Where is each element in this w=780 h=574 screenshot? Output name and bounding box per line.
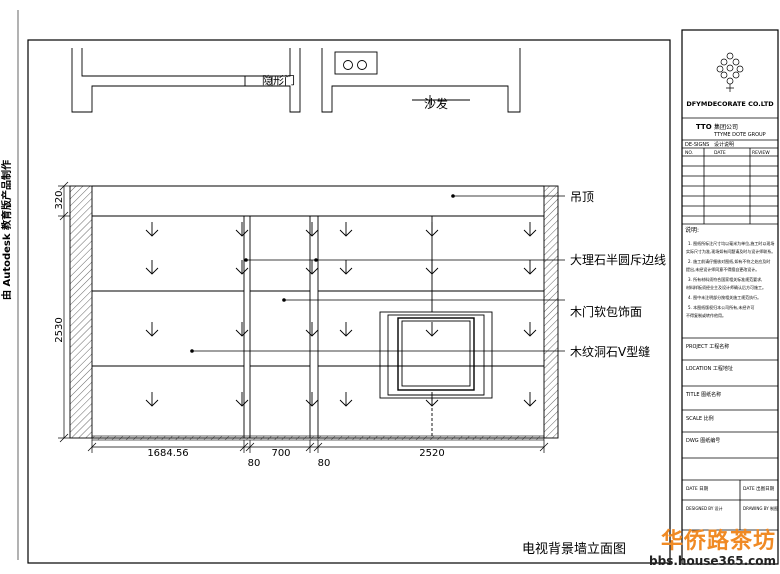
- callout-ceiling: 吊顶: [570, 190, 594, 204]
- col-header-no: NO.: [685, 150, 693, 156]
- lamp-arrow-icon: [523, 322, 537, 337]
- field-date: DATE 日期: [686, 486, 709, 492]
- notes-list: 1. 图纸所标注尺寸均以毫米为单位,施工时以现场 实际尺寸为准,现场如有问题请及…: [686, 240, 775, 318]
- note-line: 提出,未经设计师同意不得擅自更改设计。: [686, 266, 759, 272]
- notes-title: 说明:: [685, 226, 699, 234]
- lamp-arrow-icon: [339, 260, 353, 275]
- field-dwg: DWG 图纸编号: [686, 437, 720, 444]
- note-line: 5. 本图纸版权归本公司所有,未经许可: [688, 304, 754, 310]
- dim-h-2: 80: [248, 458, 261, 469]
- group-code: TTO: [696, 123, 712, 131]
- lamp-arrow-icon: [339, 322, 353, 337]
- field-location: LOCATION 工程地址: [686, 365, 733, 372]
- lamp-arrow-icon: [523, 260, 537, 275]
- note-line: 3. 所有材料须符合国家相关标准规范要求,: [688, 276, 762, 282]
- field-drawn-by: DESIGNED BY 设计: [686, 505, 723, 511]
- elevation-view: [69, 185, 565, 441]
- side-caption-text: 由 Autodesk 教育版产品制作: [2, 159, 13, 300]
- drawing-title: 电视背景墙立面图: [522, 542, 626, 557]
- lamp-arrow-icon: [145, 322, 159, 337]
- lamp-arrow-icon: [339, 222, 353, 237]
- lamp-arrow-icon: [235, 322, 249, 337]
- plan-view: [71, 48, 521, 113]
- right-wall-hatch: [543, 185, 559, 439]
- design-label: DE-SIGNS: [685, 142, 709, 148]
- lamp-arrow-icon: [425, 260, 439, 275]
- lamp-arrow-icon: [235, 392, 249, 407]
- group-cn: 集团公司: [714, 123, 738, 131]
- lamp-arrow-icon: [305, 392, 319, 407]
- dim-h-5: 2520: [419, 448, 444, 459]
- dim-h-4: 80: [318, 458, 331, 469]
- dim-top: 320: [54, 190, 65, 209]
- lamp-arrow-icon: [425, 322, 439, 337]
- dim-h-1: 1684.56: [147, 448, 188, 459]
- lamp-arrow-icon: [235, 222, 249, 237]
- note-line: 不得复制或转作他用。: [686, 312, 726, 318]
- sheet-frame: [27, 39, 671, 564]
- field-date2: DATE 出图日期: [743, 485, 775, 492]
- note-line: 实际尺寸为准,现场如有问题请及时与设计师联系。: [686, 248, 775, 254]
- note-line: 1. 图纸所标注尺寸均以毫米为单位,施工时以现场: [688, 240, 774, 246]
- col-header-date: DATE: [714, 150, 726, 156]
- lamp-arrow-icon: [305, 260, 319, 275]
- lamp-arrow-icon: [145, 392, 159, 407]
- lamp-arrow-icon: [145, 260, 159, 275]
- note-line: 2. 施工前请仔细核对图纸,如有不符之处应及时: [688, 258, 770, 264]
- lamp-symbols: [145, 222, 537, 407]
- dim-h-3: 700: [271, 448, 290, 459]
- lamp-arrow-icon: [305, 222, 319, 237]
- design-value: 设计说明: [714, 141, 734, 148]
- group-en: TTYME DOTE GROUP: [713, 132, 766, 138]
- left-wall-hatch: [69, 185, 93, 439]
- lamp-arrow-icon: [145, 222, 159, 237]
- watermark: 华侨路茶坊 bbs.house365.com: [649, 529, 776, 569]
- field-drawing-by: DRAWING BY 制图: [743, 505, 778, 511]
- callout-wood-panel: 木门软包饰面: [570, 304, 642, 319]
- field-scale: SCALE 比例: [686, 415, 714, 422]
- lamp-arrow-icon: [305, 322, 319, 337]
- watermark-url: bbs.house365.com: [649, 554, 776, 568]
- lamp-arrow-icon: [425, 392, 439, 407]
- col-header-review: REVIEW: [752, 150, 770, 156]
- field-title: TITLE 图纸名称: [685, 391, 721, 398]
- title-block: [681, 29, 779, 565]
- horizontal-dimensions: [87, 440, 549, 453]
- field-project: PROJECT 工程名称: [686, 343, 729, 350]
- note-line: 4. 图中未注明部分按相关施工规范执行。: [688, 294, 761, 300]
- lamp-arrow-icon: [235, 260, 249, 275]
- watermark-name: 华侨路茶坊: [660, 529, 776, 554]
- company-logo-icon: [716, 52, 744, 92]
- lamp-arrow-icon: [425, 222, 439, 237]
- vertical-dimensions: [58, 181, 70, 443]
- company-name: DFYMDECORATE CO.LTD: [686, 100, 774, 108]
- callout-marble-trim: 大理石半圆斥边线: [570, 253, 666, 267]
- lamp-arrow-icon: [339, 392, 353, 407]
- plan-label-door: 隐形门: [262, 73, 295, 87]
- note-line: 材料样板须经业主及设计师确认后方可施工。: [686, 284, 766, 290]
- callout-v-groove: 木纹洞石V型缝: [570, 344, 650, 359]
- plan-label-unit: 沙发: [424, 96, 448, 111]
- lamp-arrow-icon: [523, 222, 537, 237]
- dim-total: 2530: [54, 317, 65, 342]
- lamp-arrow-icon: [523, 392, 537, 407]
